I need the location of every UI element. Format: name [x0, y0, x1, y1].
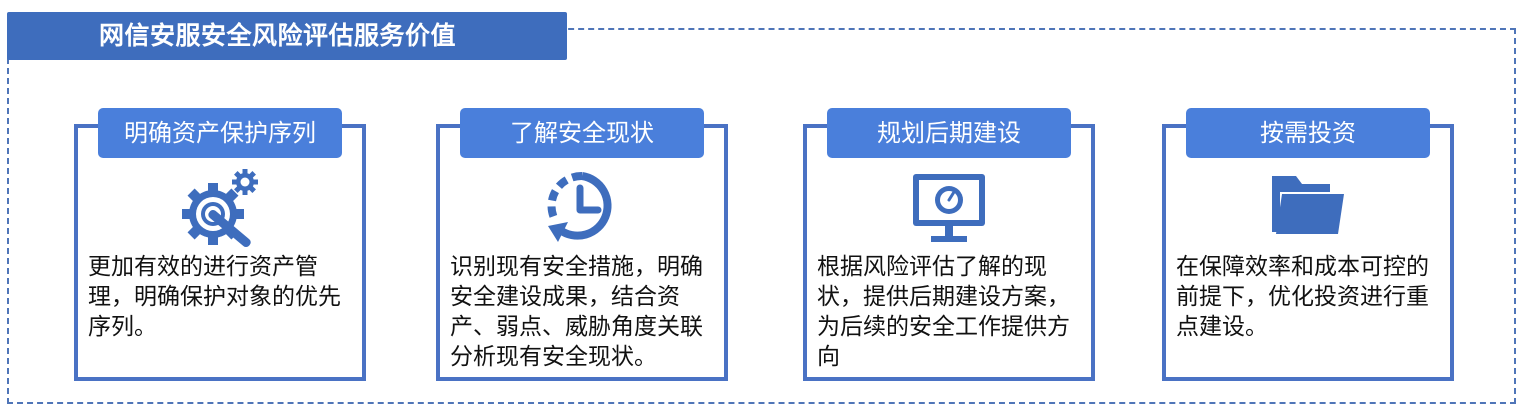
- value-card-investment: 按需投资 在保障效率和成本可控的前提下，优化投资进行重点建设。: [1162, 108, 1454, 381]
- card-title: 明确资产保护序列: [98, 108, 342, 158]
- card-title: 按需投资: [1186, 108, 1430, 158]
- page-title: 网信安服安全风险评估服务价值: [99, 21, 457, 50]
- outer-frame: [7, 28, 1516, 404]
- card-corner: [338, 124, 366, 128]
- value-card-security-status: 了解安全现状 识别现有安全措施，明确安全建设成果，结合资产、弱点、威胁角度关联分…: [436, 108, 728, 381]
- card-corner: [1426, 124, 1454, 128]
- card-description: 识别现有安全措施，明确安全建设成果，结合资产、弱点、威胁角度关联分析现有安全现状…: [450, 254, 703, 370]
- clock-history-icon: [440, 168, 724, 248]
- card-title: 了解安全现状: [460, 108, 704, 158]
- folder-icon: [1166, 168, 1450, 248]
- card-description: 在保障效率和成本可控的前提下，优化投资进行重点建设。: [1176, 254, 1429, 340]
- card-corner: [436, 124, 464, 128]
- value-card-asset-priority: 明确资产保护序列: [74, 108, 366, 381]
- monitor-gauge-icon: [807, 168, 1091, 248]
- card-corner: [74, 124, 102, 128]
- title-banner: 网信安服安全风险评估服务价值: [7, 12, 567, 60]
- card-description: 根据风险评估了解的现状，提供后期建设方案，为后续的安全工作提供方向: [817, 254, 1070, 370]
- card-corner: [1162, 124, 1190, 128]
- card-corner: [803, 124, 831, 128]
- card-description: 更加有效的进行资产管理，明确保护对象的优先序列。: [88, 254, 341, 340]
- card-corner: [700, 124, 728, 128]
- gear-wrench-icon: [78, 168, 362, 248]
- card-title: 规划后期建设: [827, 108, 1071, 158]
- value-card-planning: 规划后期建设 根据风险评估了解的现状，提供后期建设方案，为后续的安全工作提供方向: [803, 108, 1095, 381]
- card-corner: [1067, 124, 1095, 128]
